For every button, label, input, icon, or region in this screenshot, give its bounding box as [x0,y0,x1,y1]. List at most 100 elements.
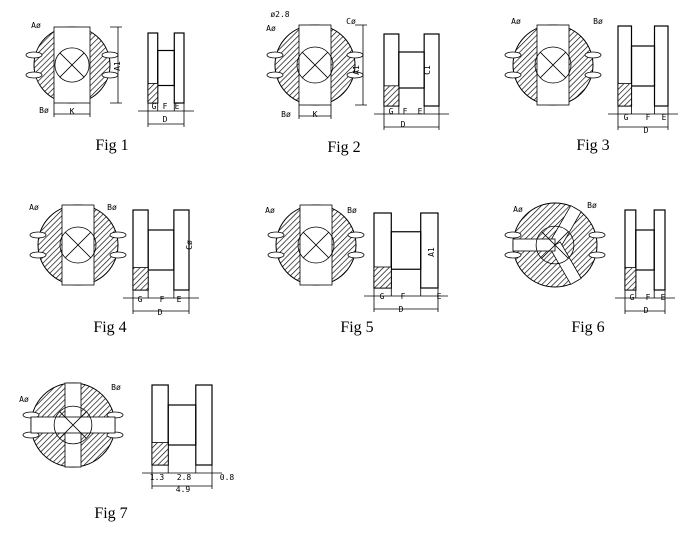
bore [296,46,334,84]
label-b-diameter: Bø [593,17,603,26]
dim-e: E [175,102,180,111]
center-cross [539,51,567,79]
dim-g: G [380,292,385,301]
bore [535,225,575,265]
dim-d: D [644,126,649,135]
section-hatch [147,83,159,104]
notch [504,231,522,239]
dim-d: 4.9 [176,485,191,494]
flange-right [195,384,213,466]
dimension-lines [53,26,122,117]
flange-right [653,25,669,107]
label-c1: C1 [423,65,432,75]
side-view [138,32,194,127]
dim-e: E [177,295,182,304]
label-b-diameter: Bø [347,206,357,215]
dimension-lines [123,290,199,314]
dim-e: E [437,292,442,301]
notch [347,231,365,239]
label-a-diameter: Aø [19,395,29,404]
side-view [608,25,678,130]
label-a-diameter: Aø [266,24,276,33]
dim-g: G [152,102,157,111]
section-hatch [383,85,400,107]
notch [588,251,606,259]
dim-f: F [163,102,168,111]
label-b-diameter: Bø [39,106,49,115]
section-hatch [617,83,632,107]
dimension-lines [138,103,194,127]
core-barrel [167,404,197,446]
front-view [25,26,122,117]
label-k: K [313,110,318,119]
bore [59,226,97,264]
center-cross [541,231,569,259]
front-view [29,204,127,286]
notch [588,231,606,239]
bore [54,47,90,83]
figure-caption: Fig 2 [327,139,360,156]
figure-caption: Fig 3 [576,137,609,154]
dim-g: 1.3 [150,473,165,482]
notch [584,51,602,59]
dim-f: 2.8 [177,473,192,482]
label-b-diameter: Bø [587,201,597,210]
slot [512,238,556,252]
center-cross [302,231,330,259]
bore [297,226,335,264]
figure-caption: Fig 4 [93,319,126,336]
dimension-lines [615,290,675,314]
core-barrel [635,229,655,271]
dim-d: D [401,120,406,129]
front-view [22,382,124,468]
dim-e: E [661,293,666,302]
notch [101,51,119,59]
dim-g: G [624,113,629,122]
bore [534,46,572,84]
section-hatch [151,442,169,466]
dim-g: G [138,295,143,304]
dim-f: F [160,295,165,304]
notch [109,251,127,259]
figure-caption: Fig 1 [95,137,128,154]
notch [504,71,522,79]
dim-d: D [158,308,163,317]
dim-f: F [401,292,406,301]
dimension-lines [608,106,678,130]
dim-f: F [403,107,408,116]
notch [266,71,284,79]
notch [346,51,364,59]
core-barrel [157,49,175,87]
notch [266,51,284,59]
bore [53,405,93,445]
side-view [142,384,222,489]
notch [25,71,43,79]
label-hole-diameter: ø2.8 [270,10,289,19]
section-hatch [132,267,149,291]
label-b-diameter: Bø [281,110,291,119]
side-view [374,33,449,130]
section-hatch [624,267,637,291]
core-barrel [147,229,175,271]
section-hatch [373,266,392,289]
dim-g: G [630,293,635,302]
dim-e: E [662,113,667,122]
dim-f: F [646,293,651,302]
front-view [504,202,606,288]
side-view [364,212,448,312]
front-view [504,24,602,106]
dim-f: F [646,113,651,122]
label-b-diameter: Bø [107,203,117,212]
figure-caption: Fig 5 [340,319,373,336]
label-a-diameter: Aø [29,203,39,212]
notch [29,231,47,239]
notch [347,251,365,259]
label-k: K [70,107,75,116]
